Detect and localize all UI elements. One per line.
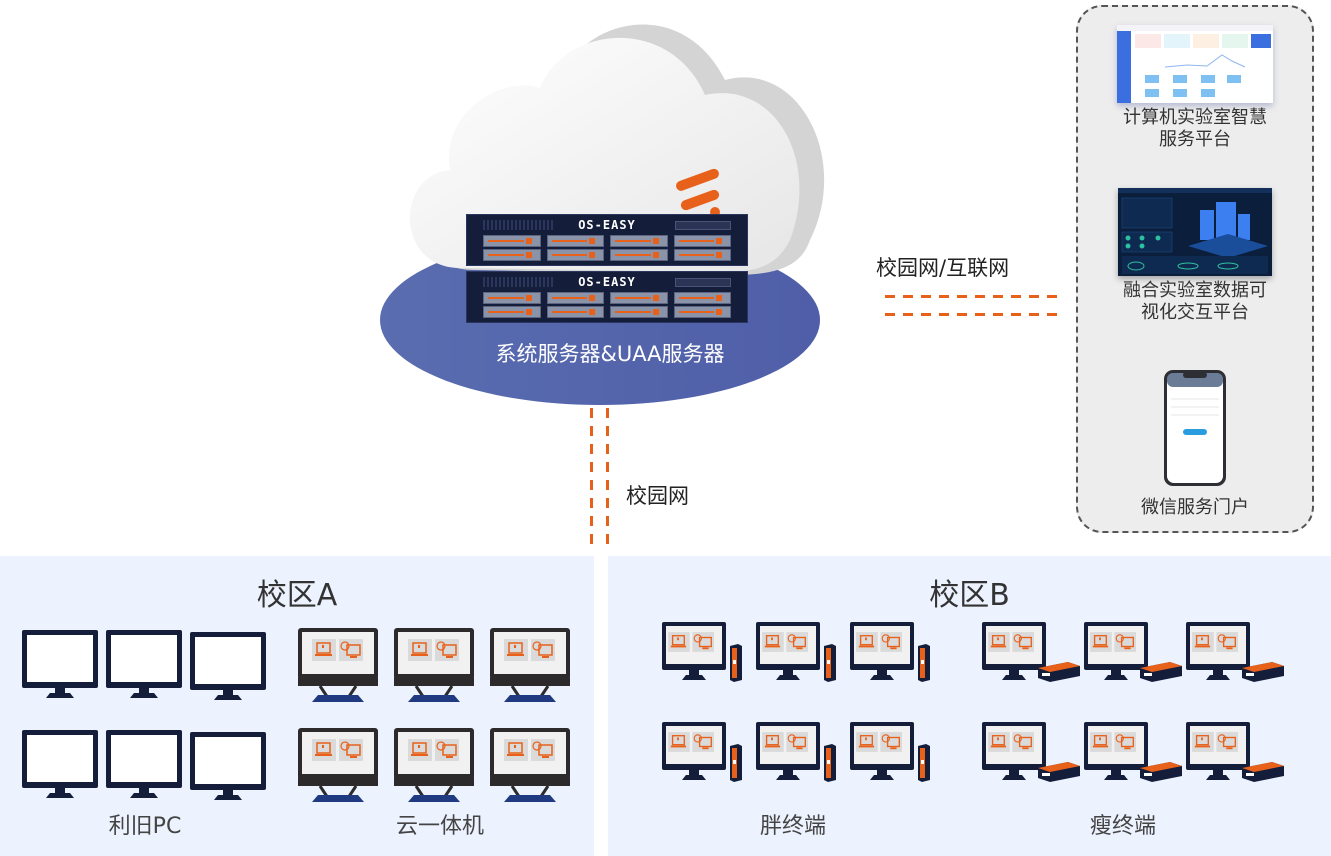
server-vent [483,220,553,230]
all-in-one-icon [298,628,378,702]
all-in-one-icon [394,728,474,802]
platform-caption: 计算机实验室智慧 服务平台 [1123,107,1267,150]
platform-smart-lab[interactable]: 计算机实验室智慧 服务平台 [1078,25,1312,151]
thin-terminal-icon [982,622,1080,682]
internet-link-line [885,295,1057,298]
all-in-one-group [298,628,578,802]
mobile-phone-icon [1164,370,1226,486]
all-in-one-icon [490,728,570,802]
server-brand: OS-EASY [578,218,636,232]
internet-link-label: 校园网/互联网 [876,256,1010,280]
campus-link-line [606,408,609,550]
thin-terminal-icon [1186,622,1284,682]
fat-terminal-icon [662,722,742,782]
legacy-pc-monitor-icon [22,630,98,698]
fat-terminal-label: 胖终端 [759,814,826,839]
legacy-pc-monitor-icon [106,730,182,798]
thin-terminal-group [982,622,1292,802]
thin-terminal-icon [982,722,1080,782]
campus-b-title: 校区B [929,578,1010,613]
server-brand: OS-EASY [578,275,636,289]
legacy-pc-monitor-icon [106,630,182,698]
campus-link-label: 校园网 [626,484,689,508]
server-slot-row [483,292,731,304]
server-vent [483,277,553,287]
fat-terminal-icon [850,622,930,682]
server-unit-2: OS-EASY [466,271,748,323]
server-unit-1: OS-EASY [466,214,748,266]
platform-data-visualization[interactable]: 融合实验室数据可 视化交互平台 [1078,188,1312,324]
legacy-pc-group [22,630,272,800]
campus-a-title: 校区A [256,578,338,613]
server-drive-bay [675,221,731,230]
fat-terminal-icon [850,722,930,782]
platform-caption: 融合实验室数据可 视化交互平台 [1123,280,1267,323]
data-visualization-screenshot-icon [1118,188,1272,276]
all-in-one-icon [490,628,570,702]
platform-wechat-portal[interactable]: 微信服务门户 [1078,369,1312,519]
thin-terminal-label: 瘦终端 [1089,814,1156,839]
campus-a-section: 校区A [0,556,594,856]
cloud-shape [409,24,825,275]
thin-terminal-icon [1186,722,1284,782]
thin-terminal-icon [1084,622,1182,682]
all-in-one-icon [298,728,378,802]
legacy-pc-monitor-icon [190,732,266,800]
campus-b-section: 校区B [608,556,1331,856]
all-in-one-icon [394,628,474,702]
legacy-pc-monitor-icon [190,632,266,700]
legacy-pc-monitor-icon [22,730,98,798]
server-caption: 系统服务器&UAA服务器 [495,342,725,366]
fat-terminal-icon [662,622,742,682]
fat-terminal-icon [756,722,836,782]
all-in-one-label: 云一体机 [395,814,484,839]
legacy-pc-label: 利旧PC [108,814,182,839]
fat-terminal-icon [756,622,836,682]
server-slot-row [483,306,731,318]
server-slot-row [483,249,731,261]
platform-caption: 微信服务门户 [1141,497,1249,518]
dashboard-screenshot-icon [1117,25,1273,103]
campus-link-line [590,408,593,550]
thin-terminal-icon [1084,722,1182,782]
fat-terminal-group [662,622,952,802]
internet-link-line [885,313,1057,316]
server-drive-bay [675,278,731,287]
server-slot-row [483,235,731,247]
platforms-panel: 计算机实验室智慧 服务平台 融合实验室数据可 视化交互平台 [1076,5,1314,533]
